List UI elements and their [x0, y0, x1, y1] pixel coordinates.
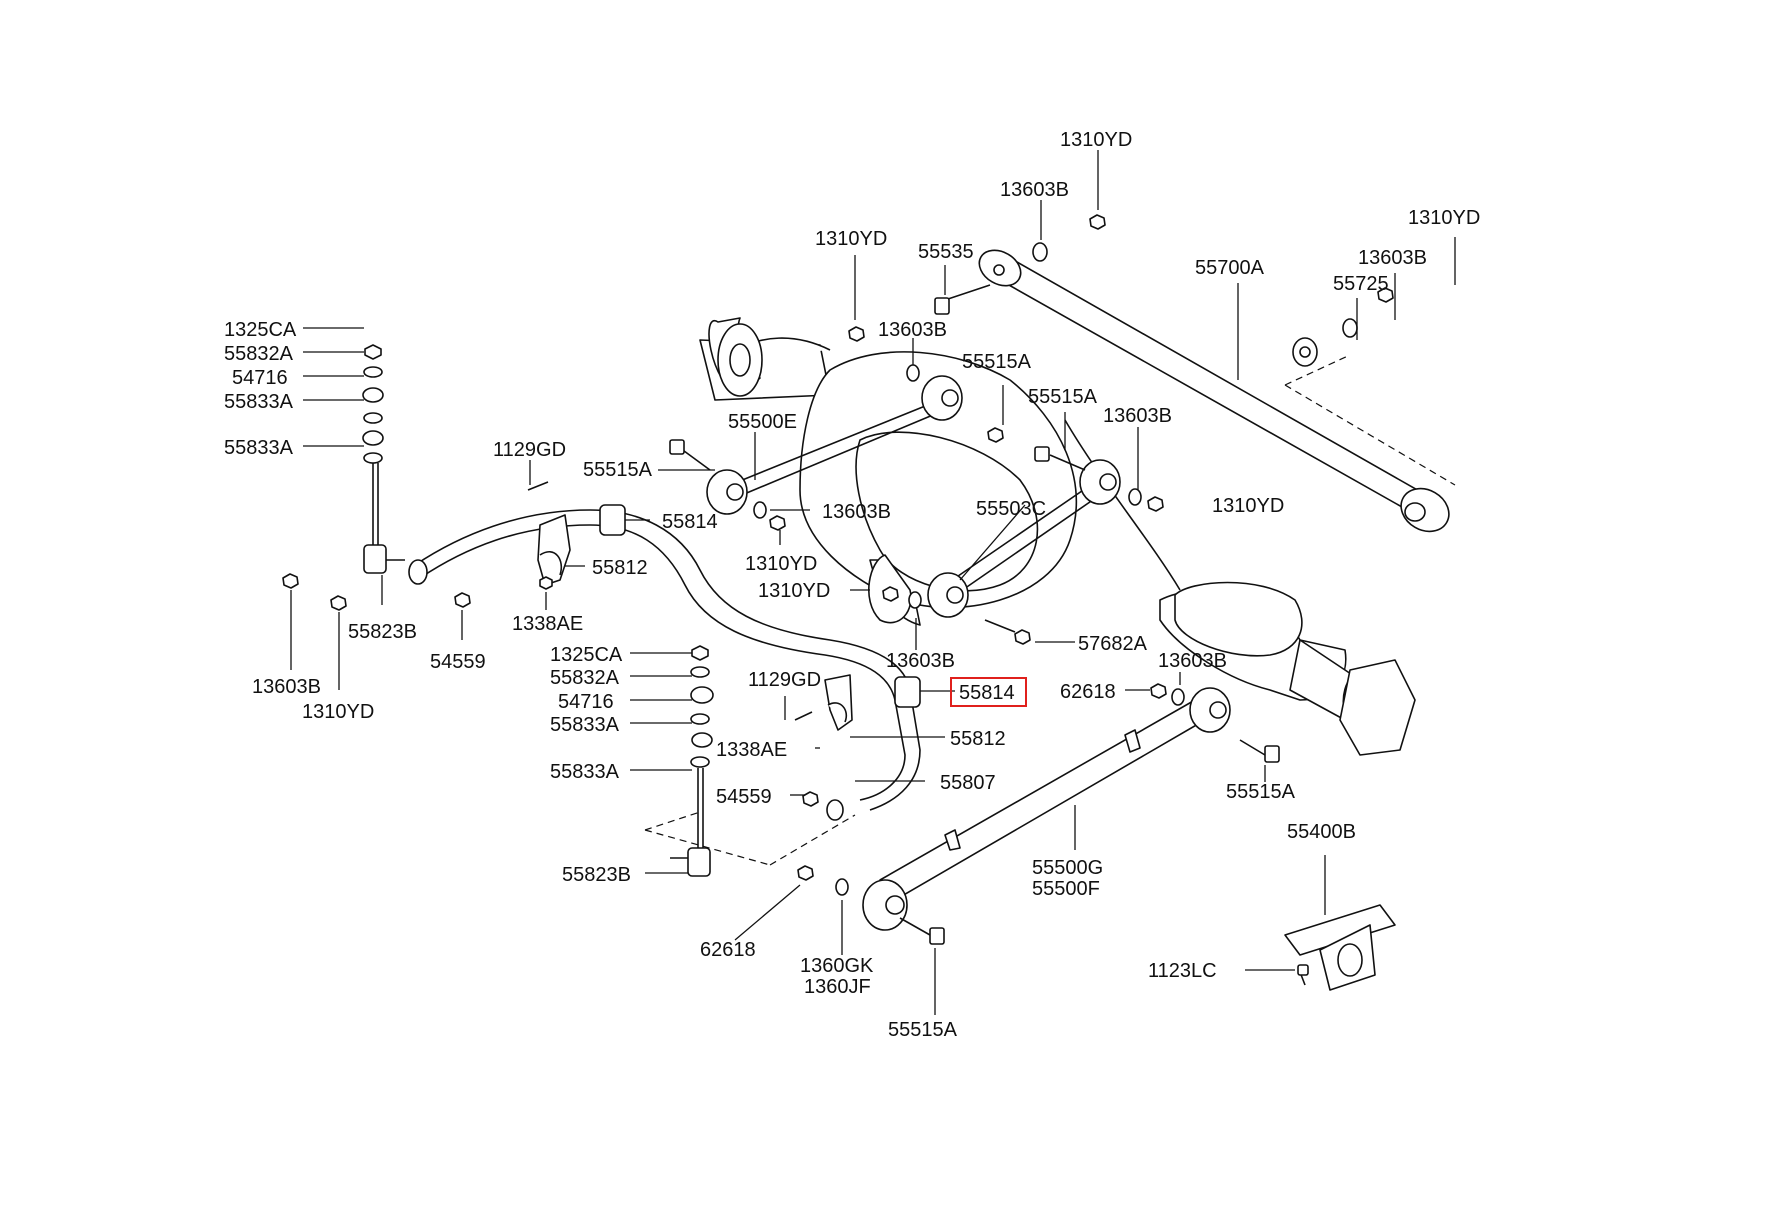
right-stabilizer-link [644, 645, 856, 881]
label-54559: 54559 [716, 786, 772, 808]
label-55400B: 55400B [1287, 821, 1356, 843]
label-55833A: 55833A [224, 437, 294, 459]
label-55515A: 55515A [1028, 386, 1098, 408]
label-54716: 54716 [558, 691, 614, 713]
label-55535: 55535 [918, 241, 974, 263]
label-1310YD: 1310YD [1212, 495, 1284, 517]
label-57682A: 57682A [1078, 633, 1148, 655]
upper-control-arms [706, 375, 1121, 618]
label-1325CA: 1325CA [224, 319, 297, 341]
leader-lines [290, 150, 1456, 1015]
label-1129GD: 1129GD [748, 669, 821, 691]
callout-labels: 1310YD 13603B 1310YD 13603B 55725 55700A… [224, 129, 1480, 1041]
lower-control-arm [862, 687, 1231, 931]
label-55814: 55814 [959, 682, 1015, 704]
label-1310YD: 1310YD [815, 228, 887, 250]
label-1310YD: 1310YD [1060, 129, 1132, 151]
label-1310YD: 1310YD [745, 553, 817, 575]
label-13603B: 13603B [1000, 179, 1069, 201]
label-1123LC: 1123LC [1148, 960, 1217, 982]
highlight-box[interactable] [950, 677, 1027, 707]
label-13603B: 13603B [886, 650, 955, 672]
label-1360GK: 1360GK [800, 955, 874, 977]
label-13603B: 13603B [822, 501, 891, 523]
label-55823B: 55823B [348, 621, 417, 643]
label-55515A: 55515A [583, 459, 653, 481]
label-55812: 55812 [950, 728, 1006, 750]
label-55833A: 55833A [224, 391, 294, 413]
label-13603B: 13603B [1103, 405, 1172, 427]
rear-axle-housing [699, 317, 1416, 756]
label-55833A: 55833A [550, 761, 620, 783]
label-55832A: 55832A [550, 667, 620, 689]
label-55500E: 55500E [728, 411, 797, 433]
label-1338AE: 1338AE [512, 613, 583, 635]
label-1338AE: 1338AE [716, 739, 787, 761]
label-55807: 55807 [940, 772, 996, 794]
label-1310YD: 1310YD [302, 701, 374, 723]
lateral-rod [978, 249, 1456, 533]
label-55832A: 55832A [224, 343, 294, 365]
label-55833A: 55833A [550, 714, 620, 736]
label-1310YD: 1310YD [1408, 207, 1480, 229]
label-1129GD: 1129GD [493, 439, 566, 461]
label-55700A: 55700A [1195, 257, 1265, 279]
fasteners [527, 214, 1394, 945]
label-54716: 54716 [232, 367, 288, 389]
label-55500F: 55500F [1032, 878, 1100, 900]
label-55500G: 55500G [1032, 857, 1103, 879]
label-62618: 62618 [700, 939, 756, 961]
label-55503C: 55503C [976, 498, 1046, 520]
left-stabilizer-link [282, 344, 471, 611]
label-54559: 54559 [430, 651, 486, 673]
label-55515A: 55515A [962, 351, 1032, 373]
label-55823B: 55823B [562, 864, 631, 886]
label-55814: 55814 [662, 511, 718, 533]
label-1360JF: 1360JF [804, 976, 871, 998]
mounting-bracket [1284, 904, 1396, 991]
label-55515A: 55515A [888, 1019, 958, 1041]
label-55515A: 55515A [1226, 781, 1296, 803]
label-1310YD: 1310YD [758, 580, 830, 602]
label-62618: 62618 [1060, 681, 1116, 703]
label-13603B: 13603B [1158, 650, 1227, 672]
label-13603B: 13603B [252, 676, 321, 698]
stabilizer-bar [408, 504, 921, 821]
label-55725: 55725 [1333, 273, 1389, 295]
label-13603B: 13603B [878, 319, 947, 341]
label-13603B: 13603B [1358, 247, 1427, 269]
label-1325CA: 1325CA [550, 644, 623, 666]
label-55812: 55812 [592, 557, 648, 579]
